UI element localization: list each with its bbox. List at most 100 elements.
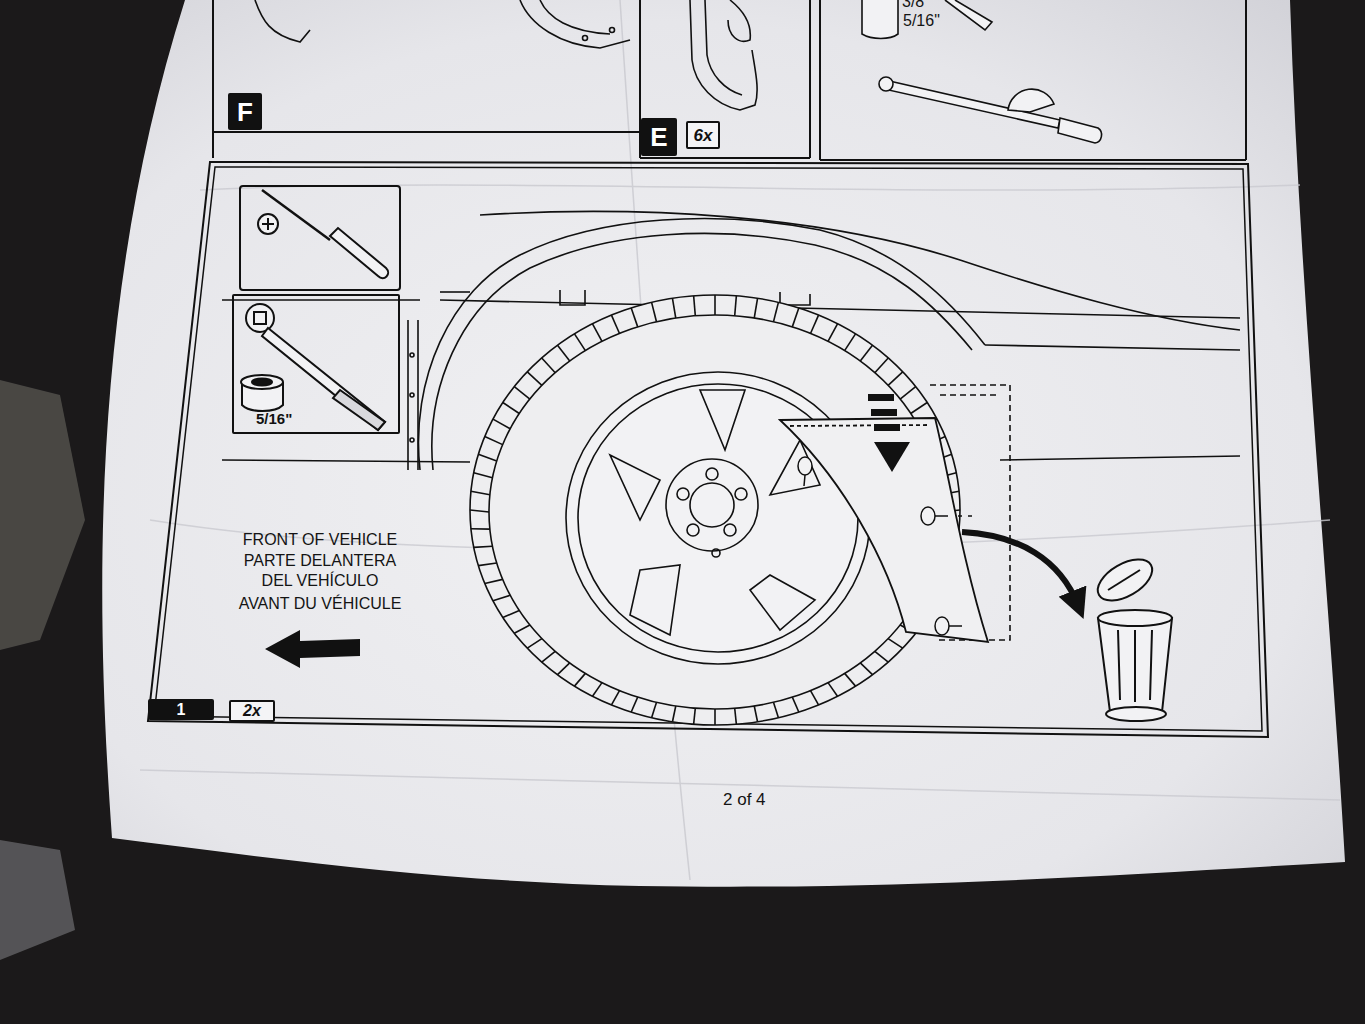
panel-frames: [809, 0, 811, 158]
discard-arrow: [962, 532, 1078, 605]
tire-tread-mark: [611, 691, 619, 705]
ratchet-and-socket: [241, 304, 385, 430]
direction-note: FRONT OF VEHICLE: [243, 530, 397, 550]
badge-text: F: [237, 99, 253, 125]
bracket-part-illustration: [690, 0, 757, 110]
direction-note: AVANT DU VÉHICULE: [239, 594, 402, 614]
page-number: 2 of 4: [723, 790, 766, 810]
screwdriver-tool-box: [330, 228, 388, 278]
wheel-and-tire: [706, 468, 718, 480]
paper-sheet: [102, 0, 1345, 887]
install-arrow: [874, 424, 900, 431]
install-arrow: [868, 394, 910, 472]
tire-tread-mark: [474, 546, 493, 547]
tire-tread-mark: [714, 295, 716, 315]
vehicle-body-lines: [410, 438, 414, 442]
panel-frames: [148, 0, 1268, 737]
wheel-and-tire: [700, 390, 745, 450]
socket-and-torque-wrench: [1058, 118, 1102, 143]
tire-tread-mark: [471, 491, 490, 495]
trash-can: [1098, 618, 1172, 712]
tire-tread-mark: [470, 510, 489, 512]
tire-tread-mark: [828, 683, 838, 697]
tire-tread-mark: [811, 691, 819, 705]
socket-and-torque-wrench: [862, 0, 898, 39]
tire-tread-mark: [593, 683, 603, 697]
socket-size: 3/8": [902, 0, 930, 12]
bracket-part-illustration: [690, 0, 757, 110]
tire-tread-mark: [652, 702, 657, 717]
mud-flap: [790, 425, 930, 426]
tire-tread-mark: [493, 595, 510, 601]
tire-tread-mark: [828, 324, 838, 342]
screwdriver-tool-box: [262, 190, 330, 240]
panel-frames: [148, 162, 1268, 737]
badge-text: E: [650, 124, 667, 150]
step-badge: F: [228, 93, 262, 130]
tool-box: 5/16": [232, 294, 400, 434]
socket-and-torque-wrench: [862, 0, 1102, 143]
tire-tread-mark: [735, 296, 737, 316]
ratchet-and-socket: [241, 375, 283, 389]
screws: [958, 515, 972, 517]
tire-tread-mark: [631, 697, 637, 712]
tire-tread-mark: [631, 308, 637, 327]
fender-part-illustration: [255, 0, 630, 48]
tire-tread-mark: [514, 387, 530, 399]
fender-part-illustration: [255, 0, 310, 42]
background: [0, 380, 85, 650]
tire-tread-mark: [773, 702, 778, 717]
tire-tread-mark: [773, 302, 778, 321]
tire-tread-mark: [845, 673, 856, 686]
ratchet-and-socket: [254, 312, 266, 324]
tire-tread-mark: [672, 298, 675, 318]
tire-tread-mark: [888, 639, 903, 649]
screws: [921, 507, 935, 525]
tire-tread-mark: [514, 625, 530, 633]
screws: [935, 617, 949, 635]
vehicle-body-lines: [940, 394, 1000, 396]
badge-text: 1: [177, 702, 186, 718]
trash-can: [1106, 707, 1166, 721]
install-arrow: [868, 394, 894, 401]
tire-tread-mark: [694, 296, 696, 316]
tire-tread-mark: [542, 651, 555, 662]
tire-tread-mark: [754, 706, 757, 722]
wheel-and-tire: [630, 565, 680, 635]
tire-tread-mark: [558, 345, 570, 361]
vehicle-body-lines: [410, 353, 414, 357]
tire-tread-mark: [542, 358, 555, 373]
front-direction-arrow: [265, 630, 360, 668]
mud-flap: [780, 418, 988, 642]
wheel-and-tire: [687, 524, 699, 536]
vehicle-body-lines: [222, 299, 420, 301]
tire-tread-mark: [593, 324, 603, 342]
socket-size: 5/16": [903, 11, 940, 31]
screws: [949, 625, 962, 627]
tire-tread-mark: [875, 358, 888, 373]
panel-frames: [1245, 0, 1247, 160]
tire-tread-mark: [694, 708, 696, 724]
panel-frames: [820, 159, 1246, 161]
quantity-box: 6x: [686, 121, 720, 149]
tire-tread-mark: [485, 436, 503, 444]
vehicle-body-lines: [1000, 456, 1240, 460]
wheel-and-tire: [690, 483, 734, 527]
tire-tread-mark: [911, 403, 927, 414]
trash-can: [1091, 551, 1159, 609]
tire-tread-mark: [503, 611, 519, 618]
screws: [798, 457, 972, 635]
background: [0, 840, 75, 960]
tire-tread-mark: [558, 663, 570, 675]
front-direction-arrow: [265, 630, 360, 668]
vehicle-body-lines: [440, 291, 470, 293]
tire-tread-mark: [860, 663, 872, 675]
trash-can: [1098, 610, 1172, 626]
badge-text: 5/16": [256, 411, 292, 426]
tire-tread-mark: [735, 708, 737, 724]
screwdriver-tool-box: [240, 186, 400, 290]
tire-tread-mark: [478, 454, 496, 461]
